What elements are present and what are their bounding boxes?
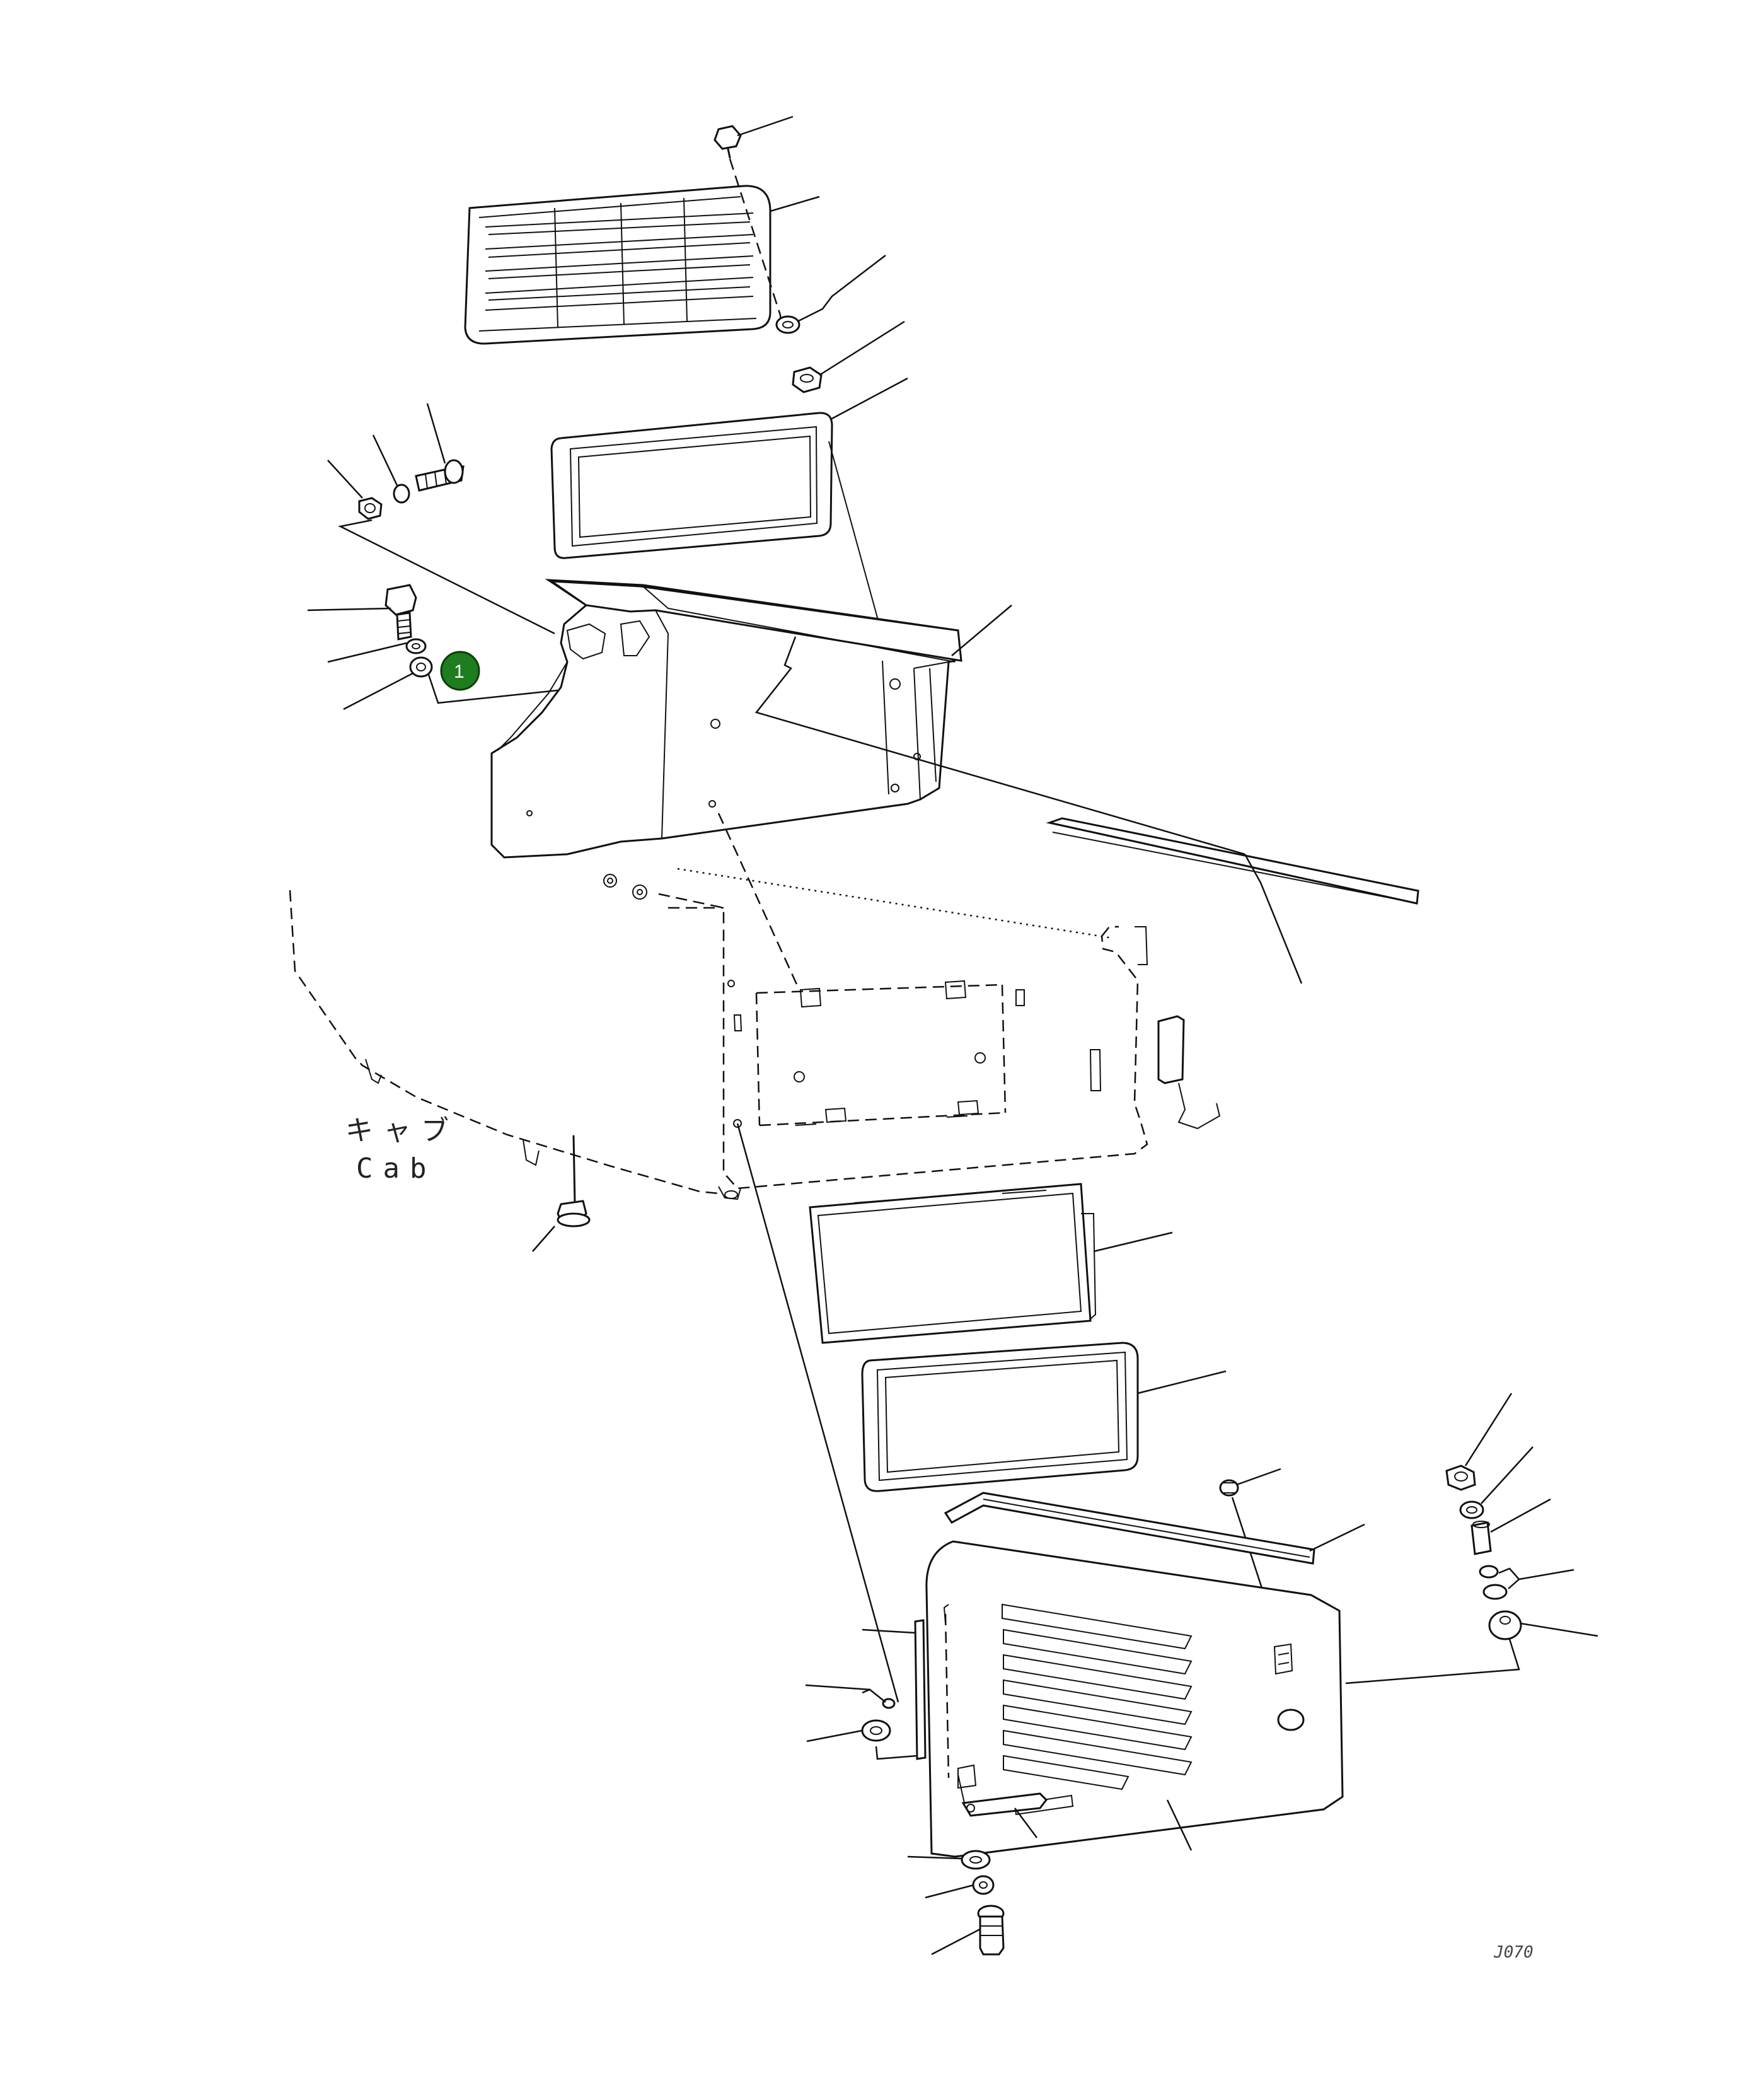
washer-upper-left: [372, 434, 410, 504]
pin-lower-left: [805, 1684, 896, 1709]
knob-right: [1345, 1610, 1598, 1685]
hinge-rod: [862, 1619, 927, 1760]
duct-cover: [490, 579, 1012, 859]
leader-grille: [770, 195, 820, 212]
cab-label-en: Cab: [356, 1152, 436, 1185]
cab-bolt: [532, 1135, 591, 1252]
washer-right: [1459, 1446, 1534, 1519]
clip-right: [1479, 1565, 1574, 1600]
top-bolt: [714, 115, 794, 328]
filter-middle: [809, 1183, 1173, 1344]
washer-lower-left: [806, 1719, 918, 1760]
cab-label-jp: キャブ: [345, 1115, 459, 1147]
callout-1-label: 1: [454, 661, 465, 682]
washer-bottom-2: [925, 1875, 995, 1899]
louver-grille: [464, 185, 771, 345]
cab-outline: キャブ Cab: [289, 890, 741, 1200]
seal-strip-upper: [754, 636, 1419, 984]
cab-wall-panel: [603, 813, 1221, 1190]
spacer-right: [1470, 1498, 1551, 1555]
drawing-code: J070: [1493, 1943, 1534, 1962]
bolt-upper-left: [415, 403, 465, 492]
filter-lower: [861, 1342, 1227, 1492]
nut-right: [1445, 1393, 1513, 1491]
bolt-bottom: [931, 1905, 1005, 1956]
nut-upper-left: [327, 460, 555, 635]
bolt-left: [307, 584, 417, 641]
leader-long: [736, 1123, 899, 1703]
callout-1[interactable]: 1: [440, 651, 480, 691]
filter-upper: [550, 377, 908, 659]
washer-left-2: [343, 656, 558, 711]
washer-bottom-1: [907, 1850, 991, 1870]
seal-strip-lower: [944, 1492, 1365, 1565]
washer-top-right: [775, 255, 886, 334]
washer-left-1: [327, 638, 427, 663]
latch: [957, 1774, 1048, 1838]
lower-cover: [925, 1540, 1344, 1858]
nut-top-right: [792, 320, 905, 393]
